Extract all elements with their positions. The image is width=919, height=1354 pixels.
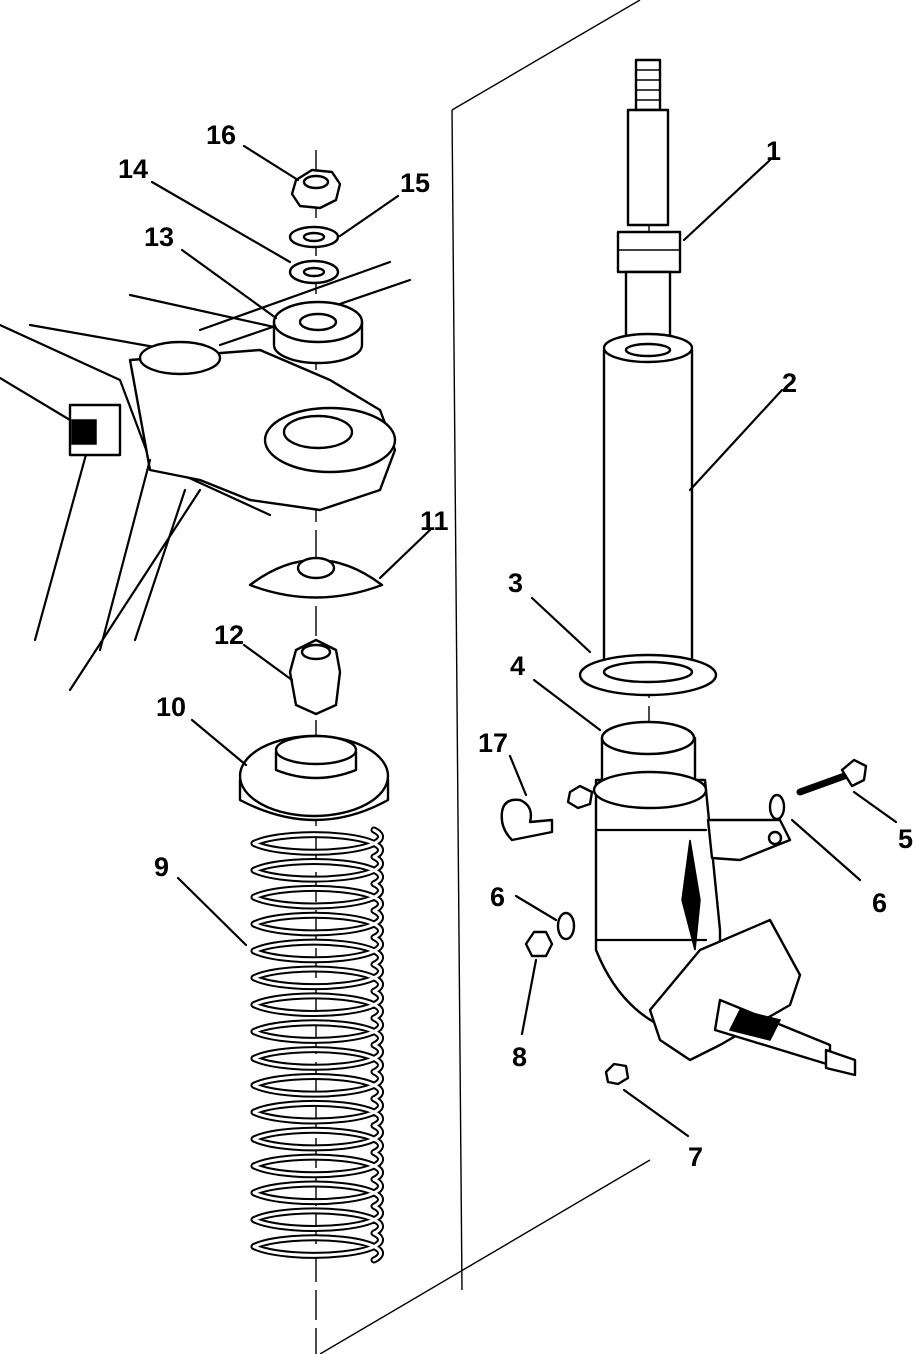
part-3-seal-ring <box>578 653 718 697</box>
callout-6-right: 6 <box>872 888 887 918</box>
callout-labels: 1 2 3 4 5 6 6 7 8 9 10 11 12 13 14 15 16… <box>118 120 913 1172</box>
callout-9: 9 <box>154 852 169 882</box>
callout-8: 8 <box>512 1042 527 1072</box>
callout-2: 2 <box>782 368 797 398</box>
part-13-bushing <box>272 300 364 365</box>
part-10-spring-cap <box>238 734 390 822</box>
part-9-coil-spring <box>250 826 384 1264</box>
part-16-nut <box>290 168 342 210</box>
callout-5: 5 <box>898 824 913 854</box>
callout-3: 3 <box>508 568 523 598</box>
part-11-cone-seat <box>248 556 384 599</box>
background-panel <box>319 0 651 1354</box>
callout-1: 1 <box>766 136 781 166</box>
part-8-nut <box>524 930 554 958</box>
callout-4: 4 <box>510 651 525 681</box>
callout-12: 12 <box>214 620 244 650</box>
part-15-washer <box>288 225 340 249</box>
part-12-hex-nut <box>288 638 342 716</box>
part-6-washer-left <box>556 911 576 941</box>
part-6-washer-right <box>768 793 786 821</box>
leader-lines <box>150 144 898 1138</box>
part-14-washer <box>288 259 340 285</box>
callout-17: 17 <box>478 728 508 758</box>
part-4-housing <box>592 720 857 1077</box>
callout-11: 11 <box>420 506 449 536</box>
callout-6-left: 6 <box>490 882 505 912</box>
callout-16: 16 <box>206 120 236 150</box>
callout-15: 15 <box>400 168 430 198</box>
callout-13: 13 <box>144 222 174 252</box>
part-17-clamp <box>500 784 594 842</box>
part-5-bolt <box>796 758 868 796</box>
frame-chassis <box>0 260 412 692</box>
part-2-strut-body <box>602 58 694 678</box>
callout-7: 7 <box>688 1142 703 1172</box>
callout-14: 14 <box>118 154 148 184</box>
part-7-screw <box>604 1062 630 1086</box>
callout-10: 10 <box>156 692 186 722</box>
